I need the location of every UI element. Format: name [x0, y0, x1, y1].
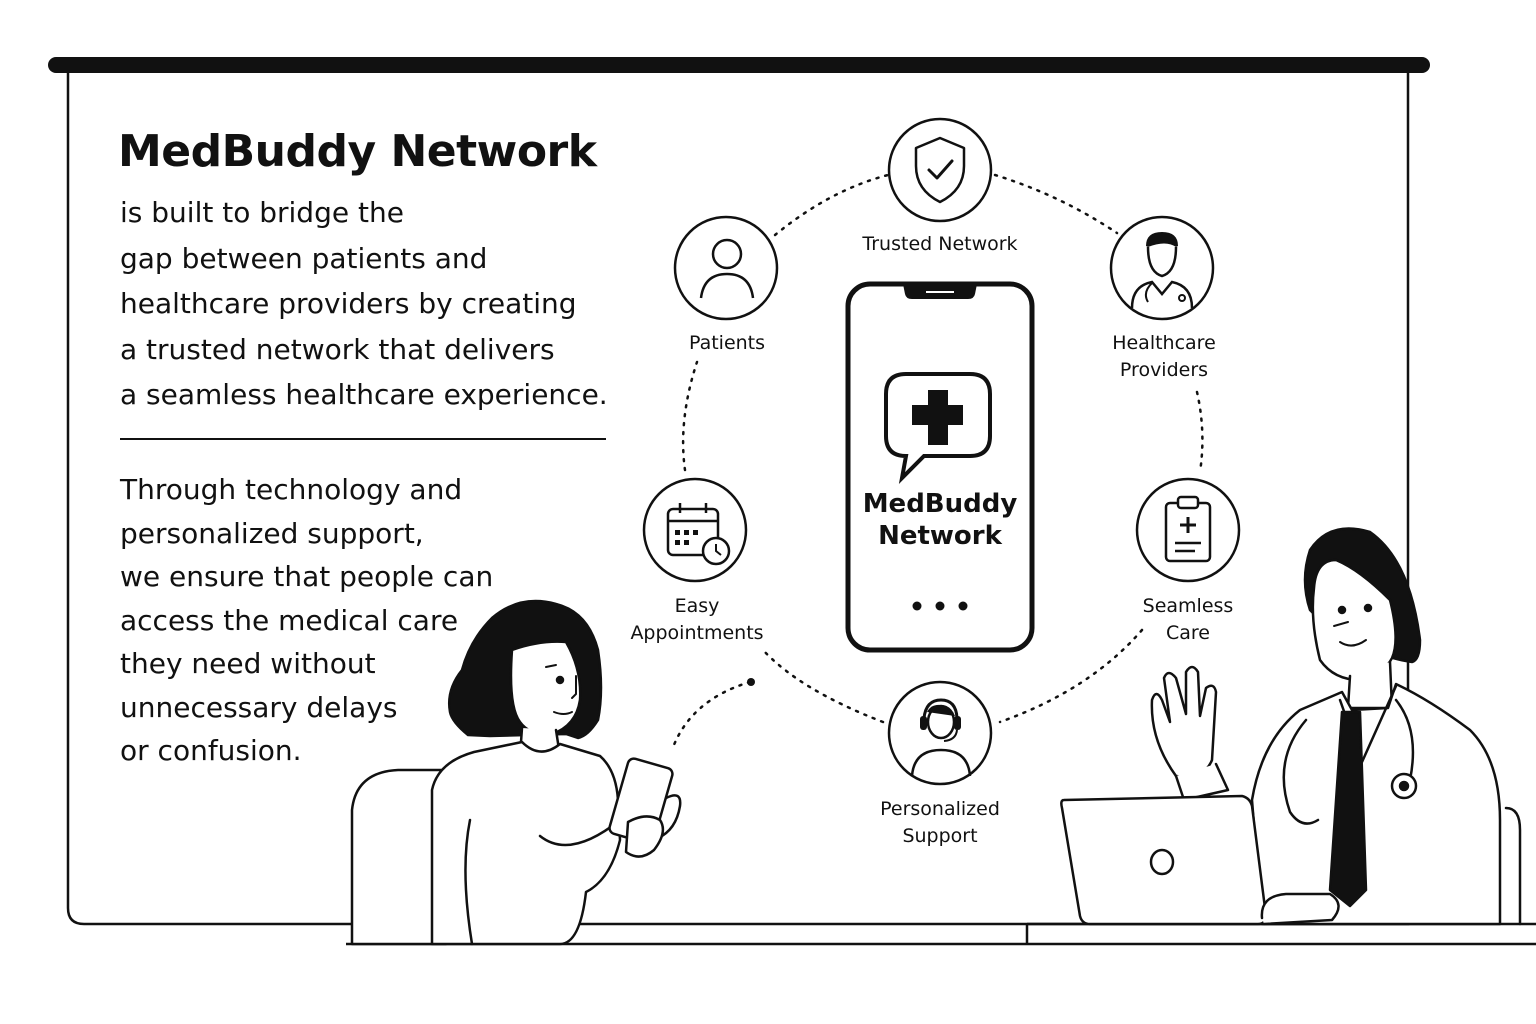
intro-line: a trusted network that delivers: [120, 332, 555, 366]
doctor-icon: [1109, 215, 1215, 321]
center-phone: [845, 281, 1035, 653]
body-line: personalized support,: [120, 516, 424, 550]
headset-agent-icon: [887, 680, 993, 786]
body-line: Through technology and: [120, 473, 463, 506]
node-label-personalized-support: Personalized Support: [880, 798, 1000, 847]
body-line: or confusion.: [120, 734, 302, 767]
body-line: we ensure that people can: [120, 560, 494, 593]
body-line: unnecessary delays: [120, 690, 398, 724]
node-label-trusted-network: Trusted Network: [862, 233, 1018, 255]
divider: [120, 438, 606, 440]
intro-line: is built to bridge the: [120, 196, 404, 229]
connector-dot: [747, 678, 755, 686]
network-ring: [670, 173, 1204, 752]
intro-line: a seamless healthcare experience.: [120, 378, 608, 411]
screen-top-bar: [48, 57, 1430, 73]
node-label-seamless-care: Seamless Care: [1142, 595, 1234, 644]
medical-cross-chat-icon: [884, 372, 992, 484]
body-text: Through technology and personalized supp…: [120, 468, 493, 773]
node-label-patients: Patients: [688, 332, 766, 354]
doctor-with-laptop-illustration: [1060, 527, 1522, 926]
body-line: access the medical care: [120, 603, 459, 637]
shield-check-icon: [887, 117, 993, 223]
body-line: they need without: [120, 647, 376, 680]
intro-line: gap between patients and: [120, 241, 488, 275]
woman-with-phone-illustration: [350, 599, 682, 946]
node-label-healthcare-providers: Healthcare Providers: [1112, 332, 1216, 381]
person-icon: [673, 215, 779, 321]
page-title: MedBuddy Network: [118, 126, 597, 177]
screen-board: [48, 57, 1430, 926]
clipboard-plus-icon: [1135, 477, 1241, 583]
intro-line: healthcare providers by creating: [120, 287, 577, 320]
intro-text: is built to bridge the gap between patie…: [120, 190, 608, 418]
phone-app-name: MedBuddy Network: [862, 489, 1018, 551]
calendar-clock-icon: [642, 477, 748, 583]
node-label-easy-appointments: Easy Appointments: [630, 595, 764, 644]
